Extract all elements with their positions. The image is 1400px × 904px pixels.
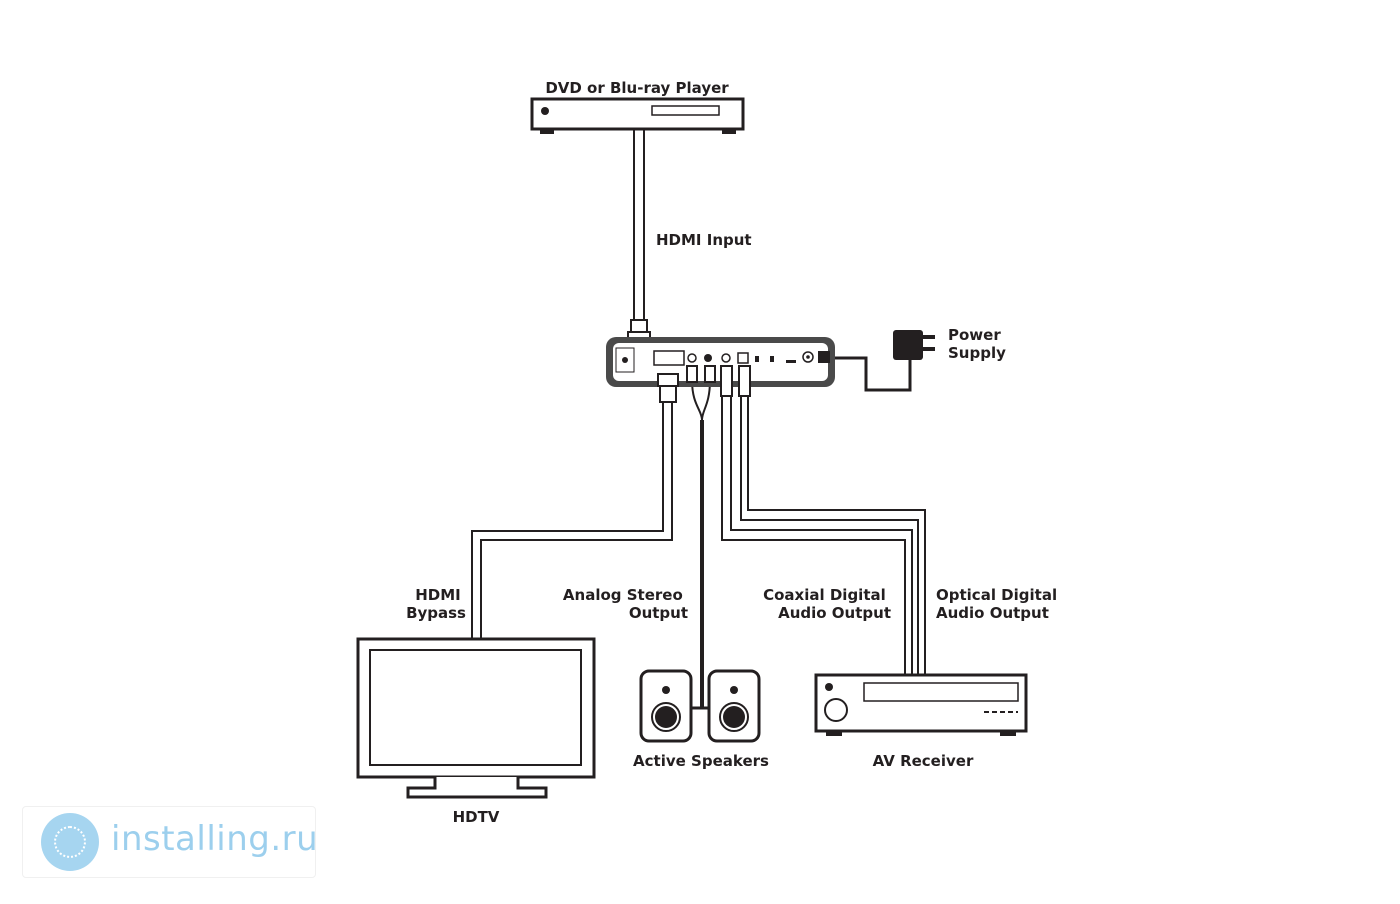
hdmi-bypass-line2: Bypass: [406, 604, 466, 622]
analog-stereo-line2: Output: [629, 604, 688, 622]
hdmi-bypass-line1: HDMI: [415, 586, 461, 604]
player-label: DVD or Blu-ray Player: [545, 79, 729, 97]
coaxial-plug: [720, 365, 733, 397]
watermark: installing.ru: [22, 806, 319, 878]
active-speaker-right: [707, 669, 761, 743]
optical-plug: [738, 365, 751, 397]
hdmi-bypass-cable: [471, 402, 673, 640]
globe-logo-icon: [41, 813, 99, 871]
coaxial-line1: Coaxial Digital: [763, 586, 886, 604]
hdtv-label: HDTV: [453, 808, 500, 826]
power-cable: [832, 356, 912, 392]
coaxial-audio-cable: [721, 395, 913, 677]
speakers-label: Active Speakers: [633, 752, 769, 770]
analog-stereo-label: Analog Stereo Output: [563, 586, 688, 622]
rca-stereo-plugs: [686, 365, 716, 383]
power-supply-label: Power Supply: [948, 326, 1006, 362]
analog-stereo-cable: [690, 379, 714, 710]
analog-stereo-line1: Analog Stereo: [563, 586, 683, 604]
hdmi-bypass-connector: [657, 373, 679, 403]
hdtv: [356, 637, 596, 799]
optical-audio-cable: [740, 395, 926, 677]
active-speaker-left: [639, 669, 693, 743]
av-receiver: [814, 673, 1028, 736]
av-receiver-label: AV Receiver: [873, 752, 974, 770]
hdmi-input-label: HDMI Input: [656, 231, 752, 249]
hdmi-bypass-label: HDMI Bypass: [406, 586, 466, 622]
hdmi-input-cable: [633, 128, 645, 322]
optical-line2: Audio Output: [936, 604, 1049, 622]
dvd-bluray-player: [530, 97, 745, 134]
coaxial-label: Coaxial Digital Audio Output: [763, 586, 891, 622]
power-supply-line1: Power: [948, 326, 1001, 344]
optical-label: Optical Digital Audio Output: [936, 586, 1062, 622]
watermark-text: installing.ru: [111, 819, 319, 859]
power-adapter: [893, 330, 935, 360]
coaxial-line2: Audio Output: [778, 604, 891, 622]
optical-line1: Optical Digital: [936, 586, 1057, 604]
power-supply-line2: Supply: [948, 344, 1006, 362]
